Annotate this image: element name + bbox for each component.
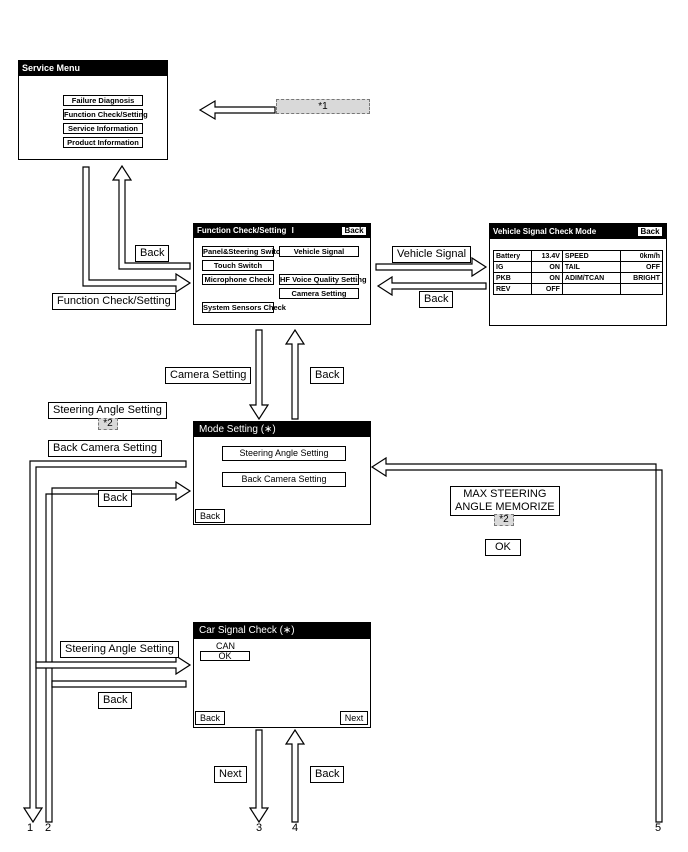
note-1: *1 <box>276 99 370 114</box>
microphone-check-button[interactable]: Microphone Check <box>202 274 274 285</box>
note-2a: *2 <box>98 418 118 430</box>
label-back-2: Back <box>419 291 454 308</box>
arrow-mode-to-function <box>284 328 306 420</box>
car-signal-title: Car Signal Check (∗) <box>194 623 370 639</box>
signal-label: IG <box>492 261 533 273</box>
note-2b: *2 <box>494 514 514 526</box>
label-ok: OK <box>485 539 521 556</box>
function-check-setting-button[interactable]: Function Check/Setting <box>63 109 148 120</box>
label-max-steering-line2: ANGLE MEMORIZE <box>455 501 555 513</box>
signal-value: 0km/h <box>620 250 663 262</box>
back-camera-setting-button[interactable]: Back Camera Setting <box>222 472 346 487</box>
signal-label <box>561 283 622 295</box>
car-back-button[interactable]: Back <box>195 711 225 725</box>
service-information-button[interactable]: Service Information <box>63 123 143 134</box>
mode-setting-title: Mode Setting (∗) <box>194 422 370 437</box>
can-ok-status: OK <box>200 651 250 661</box>
failure-diagnosis-button[interactable]: Failure Diagnosis <box>63 95 143 106</box>
label-max-steering: MAX STEERING ANGLE MEMORIZE <box>450 486 560 516</box>
vehicle-signal-table: Battery 13.4V SPEED 0km/h IG ON TAIL OFF… <box>492 250 663 295</box>
label-next: Next <box>214 766 247 783</box>
label-back-3: Back <box>310 367 345 384</box>
function-check-screen: Function Check/Setting I Back Panel&Stee… <box>193 223 371 325</box>
touch-switch-button[interactable]: Touch Switch <box>202 260 274 271</box>
flow-number-1: 1 <box>27 822 34 834</box>
signal-value: BRIGHT <box>620 272 663 284</box>
label-max-steering-line1: MAX STEERING <box>463 488 547 500</box>
panel-steering-switch-button[interactable]: Panel&Steering Switch <box>202 246 285 257</box>
flow-number-2: 2 <box>45 822 52 834</box>
arrow-function-to-menu <box>111 164 191 270</box>
vehicle-signal-button[interactable]: Vehicle Signal <box>279 246 359 257</box>
arrow-to-carsignal <box>35 654 192 676</box>
vehicle-back-button[interactable]: Back <box>637 226 663 237</box>
arrow-carsignal-back <box>51 680 187 688</box>
flow-number-3: 3 <box>256 822 263 834</box>
arrow-function-to-mode <box>248 329 270 421</box>
signal-value: OFF <box>620 261 663 273</box>
signal-label: Battery <box>492 250 533 262</box>
label-camera-setting: Camera Setting <box>165 367 252 384</box>
label-back-6: Back <box>310 766 345 783</box>
label-back-4: Back <box>98 490 133 507</box>
label-back-1: Back <box>135 245 170 262</box>
steering-angle-setting-button[interactable]: Steering Angle Setting <box>222 446 346 461</box>
vehicle-signal-check-screen: Vehicle Signal Check Mode Back Battery 1… <box>489 223 667 326</box>
label-steering-angle-setting-1: Steering Angle Setting <box>48 402 167 419</box>
label-back-camera-setting: Back Camera Setting <box>48 440 162 457</box>
signal-value: 13.4V <box>531 250 563 262</box>
car-signal-check-screen: Car Signal Check (∗) CAN OK Back Next <box>193 622 371 728</box>
mode-back-button[interactable]: Back <box>195 509 225 523</box>
function-back-button[interactable]: Back <box>341 226 367 236</box>
arrow-5-to-mode <box>370 456 663 823</box>
hf-voice-quality-setting-button[interactable]: HF Voice Quality Setting <box>279 274 367 285</box>
signal-row: IG ON TAIL OFF <box>492 261 663 273</box>
arrow-mode-to-1 <box>22 460 187 824</box>
signal-value: OFF <box>531 283 563 295</box>
vehicle-signal-title: Vehicle Signal Check Mode <box>490 224 666 239</box>
arrow-note1-to-menu <box>198 99 276 121</box>
signal-label: PKB <box>492 272 533 284</box>
signal-label: SPEED <box>561 250 622 262</box>
arrow-carsignal-to-3 <box>248 729 270 824</box>
signal-label: TAIL <box>561 261 622 273</box>
signal-label: REV <box>492 283 533 295</box>
car-next-button[interactable]: Next <box>340 711 368 725</box>
signal-value: ON <box>531 261 563 273</box>
label-function-check-setting: Function Check/Setting <box>52 293 176 310</box>
mode-setting-screen: Mode Setting (∗) Steering Angle Setting … <box>193 421 371 525</box>
can-label: CAN <box>216 641 236 651</box>
function-check-title: Function Check/Setting <box>197 226 287 235</box>
service-menu-screen: Service Menu Failure Diagnosis Function … <box>18 60 168 160</box>
signal-row: Battery 13.4V SPEED 0km/h <box>492 250 663 262</box>
signal-row: PKB ON ADIM/TCAN BRIGHT <box>492 272 663 284</box>
signal-value <box>620 283 663 295</box>
label-back-5: Back <box>98 692 133 709</box>
arrow-menu-to-function <box>82 166 192 294</box>
service-menu-title: Service Menu <box>19 61 167 76</box>
system-sensors-check-button[interactable]: System Sensors Check <box>202 302 286 313</box>
function-check-title-mark: I <box>291 226 294 235</box>
camera-setting-button[interactable]: Camera Setting <box>279 288 359 299</box>
label-steering-angle-setting-2: Steering Angle Setting <box>60 641 179 658</box>
signal-value: ON <box>531 272 563 284</box>
arrow-function-to-vehicle <box>375 256 488 278</box>
arrow-4-to-carsignal <box>284 728 306 823</box>
flow-number-4: 4 <box>292 822 299 834</box>
product-information-button[interactable]: Product Information <box>63 137 143 148</box>
flow-number-5: 5 <box>655 822 662 834</box>
arrow-vehicle-to-function <box>376 275 487 297</box>
signal-row: REV OFF <box>492 283 663 295</box>
signal-label: ADIM/TCAN <box>561 272 622 284</box>
label-vehicle-signal: Vehicle Signal <box>392 246 472 263</box>
